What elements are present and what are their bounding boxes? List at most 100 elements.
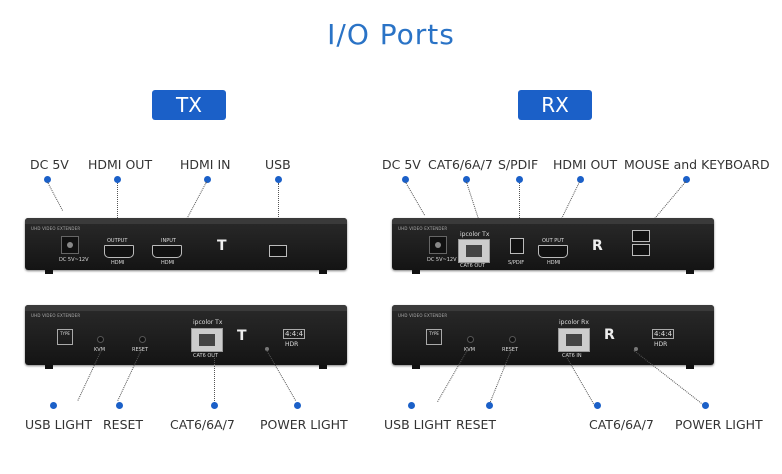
tx-label-usb-light: USB LIGHT <box>25 417 93 432</box>
tx-label-hdmi-in: HDMI IN <box>180 157 231 172</box>
rx-logo: R <box>592 238 603 254</box>
panel-foot <box>319 270 327 274</box>
usb-port <box>269 245 287 257</box>
rx-front-panel: UHD VIDEO EXTENDER TYPE KVM RESET ipcolo… <box>392 305 714 369</box>
panel-brand: UHD VIDEO EXTENDER <box>398 313 448 318</box>
rj-caption: ipcolor Rx <box>559 319 589 326</box>
kvm-label: KVM <box>94 347 106 353</box>
panel-edge <box>25 218 347 224</box>
panel-edge <box>392 218 714 224</box>
panel-foot <box>45 270 53 274</box>
hdmi-out-caption: OUTPUT <box>107 238 128 244</box>
rx-label-spdif: S/PDIF <box>498 157 539 172</box>
tx-dot-reset <box>116 402 123 409</box>
tx-leader-hdmi-out <box>117 183 118 228</box>
rx-dot-hdmi-out <box>577 176 584 183</box>
tx-dot-usb-light <box>50 402 57 409</box>
panel-brand: UHD VIDEO EXTENDER <box>31 313 81 318</box>
usb-port-upper <box>632 230 650 242</box>
tx-label-reset: RESET <box>103 417 144 432</box>
rx-badge: RX <box>518 90 592 120</box>
tx-badge: TX <box>152 90 226 120</box>
panel-foot <box>686 365 694 369</box>
rx-dot-usb-light <box>408 402 415 409</box>
kvm-led <box>97 336 104 343</box>
panel-foot <box>45 365 53 369</box>
tx-dot-usb <box>275 176 282 183</box>
dc-label: DC 5V~12V <box>427 257 457 263</box>
tx-label-cat6: CAT6/6A/7 <box>170 417 235 432</box>
rj-label: CAT6 IN <box>562 353 582 359</box>
tx-dot-cat6 <box>211 402 218 409</box>
page-title: I/O Ports <box>327 18 455 51</box>
panel-foot <box>319 365 327 369</box>
rx-label-reset: RESET <box>456 417 497 432</box>
rx-dot-cat6 <box>594 402 601 409</box>
rx-label-hdmi-out: HDMI OUT <box>553 157 618 172</box>
spdif-port <box>510 238 524 254</box>
spdif-label: S/PDIF <box>508 260 525 266</box>
rx-label-usb-light: USB LIGHT <box>384 417 452 432</box>
rx-label-dc5v: DC 5V <box>382 157 421 172</box>
cat6-port <box>558 328 590 352</box>
reset-hole <box>509 336 516 343</box>
tx-leader-cat6 <box>214 355 215 407</box>
reset-label: RESET <box>502 347 519 353</box>
tx-leader-dc5v <box>47 182 64 211</box>
rx-dot-dc5v <box>402 176 409 183</box>
hdr-badge: HDR <box>285 341 299 348</box>
hdmi-out-port <box>538 245 568 258</box>
power-led <box>265 347 269 351</box>
dc-port <box>61 236 79 254</box>
444-badge: 4:4:4 <box>283 329 306 339</box>
usb-port-lower <box>632 244 650 256</box>
rj-label: CAT6 OUT <box>460 263 485 269</box>
usb-light-icon: TYPE <box>426 329 442 345</box>
kvm-led <box>467 336 474 343</box>
cat6-port <box>191 328 223 352</box>
rx-logo: R <box>604 327 615 343</box>
panel-edge <box>25 305 347 311</box>
rx-dot-spdif <box>516 176 523 183</box>
rx-leader-spdif <box>519 183 520 228</box>
tx-dot-hdmi-out <box>114 176 121 183</box>
tx-label-power: POWER LIGHT <box>260 417 348 432</box>
444-badge: 4:4:4 <box>652 329 675 339</box>
panel-foot <box>412 365 420 369</box>
rx-label-cat6: CAT6/6A/7 <box>428 157 493 172</box>
kvm-label: KVM <box>464 347 476 353</box>
hdmi-label: HDMI <box>547 260 561 266</box>
rj-label: CAT6 OUT <box>193 353 218 359</box>
usb-light-icon: TYPE <box>57 329 73 345</box>
panel-brand: UHD VIDEO EXTENDER <box>31 226 81 231</box>
hdmi-out-port <box>104 245 134 258</box>
dc-label: DC 5V~12V <box>59 257 89 263</box>
dc-port <box>429 236 447 254</box>
rx-leader-dc5v <box>405 182 425 216</box>
cat6-port <box>458 239 490 263</box>
reset-hole <box>139 336 146 343</box>
rx-back-panel: UHD VIDEO EXTENDER DC 5V~12V ipcolor Tx … <box>392 218 714 274</box>
rx-label-cat6: CAT6/6A/7 <box>589 417 654 432</box>
rx-dot-mouse-keyboard <box>683 176 690 183</box>
panel-foot <box>412 270 420 274</box>
tx-leader-usb <box>278 183 279 243</box>
tx-dot-dc5v <box>44 176 51 183</box>
rx-label-power: POWER LIGHT <box>675 417 763 432</box>
tx-front-panel: UHD VIDEO EXTENDER TYPE KVM RESET ipcolo… <box>25 305 347 369</box>
panel-brand: UHD VIDEO EXTENDER <box>398 226 448 231</box>
tx-dot-power <box>294 402 301 409</box>
hdmi-caption: OUT PUT <box>542 238 564 244</box>
hdr-badge: HDR <box>654 341 668 348</box>
panel-edge <box>392 305 714 311</box>
power-led <box>634 347 638 351</box>
rx-leader-mouse-keyboard <box>653 181 686 221</box>
tx-logo: T <box>217 238 227 254</box>
hdmi-in-caption: INPUT <box>161 238 176 244</box>
tx-dot-hdmi-in <box>204 176 211 183</box>
hdmi-out-label: HDMI <box>111 260 125 266</box>
rj-caption: ipcolor Tx <box>460 231 490 238</box>
tx-logo: T <box>237 328 247 344</box>
rx-dot-cat6 <box>463 176 470 183</box>
tx-label-dc5v: DC 5V <box>30 157 69 172</box>
